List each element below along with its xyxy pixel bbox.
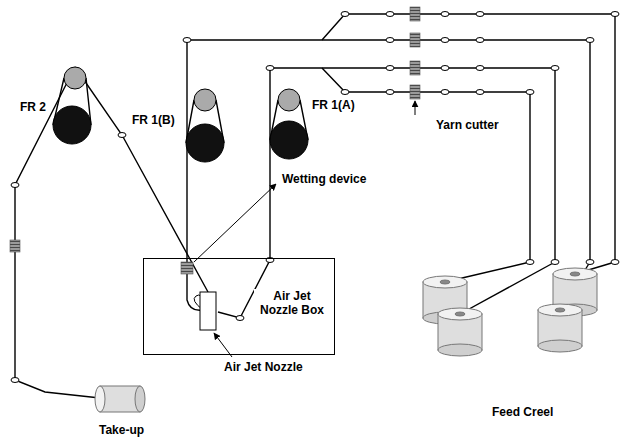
- yarn-guides: [11, 12, 619, 383]
- part-label: Air Jet Nozzle: [222, 360, 305, 374]
- hatched-devices: [10, 7, 420, 274]
- take-up-bobbin: [95, 386, 145, 412]
- part-label: FR 2: [18, 100, 48, 114]
- nozzle-box: Air Jet Nozzle Box: [143, 258, 335, 355]
- part-label: Yarn cutter: [434, 118, 501, 132]
- leader-arrows: [194, 101, 415, 357]
- rollers: [53, 67, 308, 162]
- air-jet-nozzle: [194, 292, 216, 330]
- yarn-paths: [15, 14, 615, 398]
- part-label: FR 1(B): [130, 113, 177, 127]
- part-label: Feed Creel: [490, 405, 555, 419]
- box-title: Air Jet Nozzle Box: [254, 289, 330, 317]
- part-label: Take-up: [97, 423, 146, 437]
- creel-bobbins: [423, 268, 597, 356]
- part-label: Wetting device: [280, 172, 368, 186]
- part-label: FR 1(A): [310, 98, 357, 112]
